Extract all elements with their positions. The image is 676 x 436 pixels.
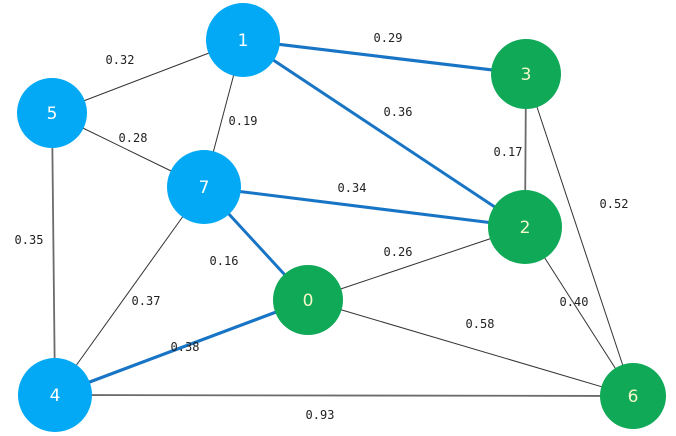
graph-edge-1-7[interactable] (212, 74, 235, 153)
node-circle-3[interactable] (491, 39, 561, 109)
node-circle-4[interactable] (18, 358, 92, 432)
graph-edge-1-2[interactable] (272, 58, 496, 209)
edge-weight-label-0-2: 0.26 (384, 245, 413, 259)
node-circle-6[interactable] (600, 363, 666, 429)
edge-weight-label-5-7: 0.28 (119, 131, 148, 145)
graph-node-1[interactable]: 1 (206, 3, 280, 77)
graph-edge-5-7[interactable] (82, 127, 172, 172)
edge-weight-label-1-7: 0.19 (229, 114, 258, 128)
node-circle-1[interactable] (206, 3, 280, 77)
edge-weight-label-3-6: 0.52 (600, 197, 629, 211)
edge-weight-label-3-2: 0.17 (494, 145, 523, 159)
edge-weight-label-5-4: 0.35 (15, 233, 44, 247)
edge-weight-label-4-6: 0.93 (306, 408, 335, 422)
node-circle-0[interactable] (273, 265, 343, 335)
graph-edge-4-6[interactable] (90, 394, 602, 397)
graph-edge-2-6[interactable] (543, 257, 617, 370)
graph-edge-5-1[interactable] (83, 52, 210, 102)
graph-edge-1-3[interactable] (278, 42, 493, 72)
graph-edge-7-4[interactable] (75, 215, 184, 367)
node-circle-2[interactable] (488, 190, 562, 264)
node-circle-5[interactable] (17, 78, 87, 148)
graph-edge-7-2[interactable] (239, 189, 490, 225)
edge-weight-label-1-3: 0.29 (374, 31, 403, 45)
nodes-layer: 1 5 3 7 2 0 4 6 (17, 3, 666, 432)
graph-node-0[interactable]: 0 (273, 265, 343, 335)
edge-weight-label-5-1: 0.32 (106, 53, 135, 67)
graph-edge-3-6[interactable] (536, 106, 624, 366)
graph-node-7[interactable]: 7 (167, 150, 241, 224)
graph-edge-0-2[interactable] (340, 238, 492, 290)
graph-edge-0-6[interactable] (340, 309, 603, 388)
node-circle-7[interactable] (167, 150, 241, 224)
graph-edge-0-4[interactable] (88, 310, 277, 384)
edge-weight-label-7-2: 0.34 (338, 181, 367, 195)
graph-edge-7-0[interactable] (227, 212, 287, 276)
edge-weight-label-2-6: 0.40 (560, 295, 589, 309)
graph-node-5[interactable]: 5 (17, 78, 87, 148)
graph-node-4[interactable]: 4 (18, 358, 92, 432)
graph-node-3[interactable]: 3 (491, 39, 561, 109)
edges-layer (51, 42, 624, 397)
graph-node-6[interactable]: 6 (600, 363, 666, 429)
graph-edge-5-4[interactable] (51, 146, 56, 360)
edge-weight-label-7-0: 0.16 (210, 254, 239, 268)
graph-edge-3-2[interactable] (524, 107, 527, 192)
edge-weight-label-0-6: 0.58 (466, 317, 495, 331)
graph-node-2[interactable]: 2 (488, 190, 562, 264)
edge-weight-label-7-4: 0.37 (132, 294, 161, 308)
edge-weight-label-1-2: 0.36 (384, 105, 413, 119)
